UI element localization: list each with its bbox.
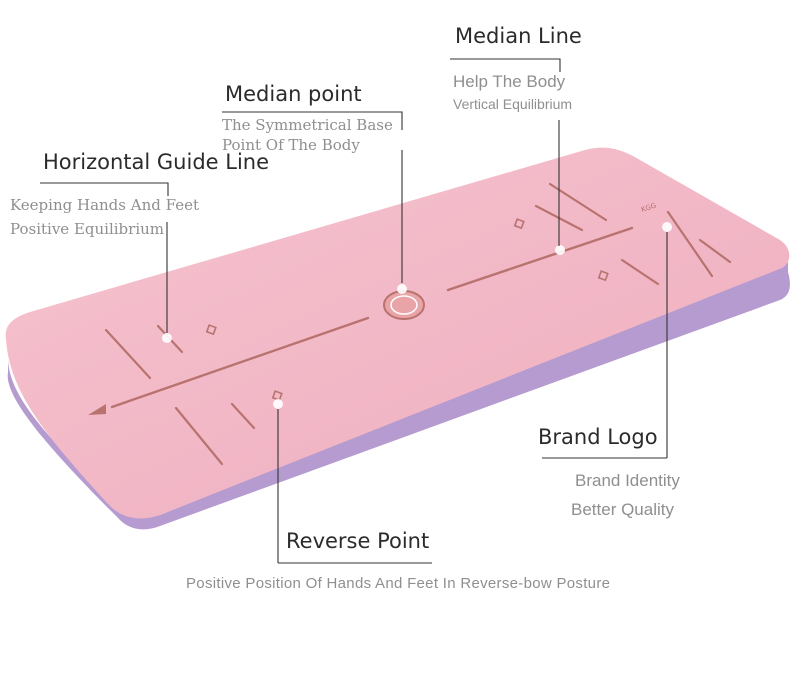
median-point-logo-icon bbox=[383, 290, 425, 320]
horizontal-guide-desc-2: Positive Equilibrium bbox=[10, 220, 165, 238]
median-line-title: Median Line bbox=[455, 24, 582, 48]
callout-dots bbox=[162, 222, 672, 409]
brand-logo-title: Brand Logo bbox=[538, 425, 658, 449]
median-point-title: Median point bbox=[225, 82, 362, 106]
brand-logo-desc-2: Better Quality bbox=[571, 500, 674, 519]
median-point-desc-1: The Symmetrical Base bbox=[222, 116, 393, 134]
median-line-arrow bbox=[88, 404, 106, 415]
reverse-point-title: Reverse Point bbox=[286, 529, 430, 553]
callout-connectors bbox=[40, 58, 668, 564]
median-line-desc-1: Help The Body bbox=[453, 72, 566, 91]
horizontal-guide-title: Horizontal Guide Line bbox=[43, 150, 270, 174]
reverse-point-markers bbox=[205, 218, 609, 402]
median-line-guide bbox=[110, 226, 634, 409]
brand-logo-desc-1: Brand Identity bbox=[575, 471, 680, 490]
median-point-desc-2: Point Of The Body bbox=[222, 136, 360, 154]
median-line-desc-2: Vertical Equilibrium bbox=[453, 96, 573, 112]
reverse-point-desc: Positive Position Of Hands And Feet In R… bbox=[186, 575, 611, 592]
horizontal-guide-desc-1: Keeping Hands And Feet bbox=[10, 196, 199, 214]
